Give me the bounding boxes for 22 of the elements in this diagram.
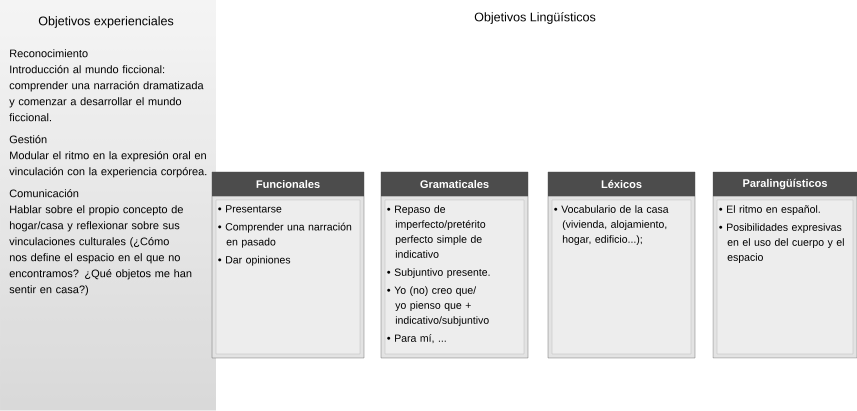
bullet-item: Dar opiniones xyxy=(218,256,290,266)
bullet-item: Comprender una narración en pasado xyxy=(218,222,352,248)
column-header: Paralingüísticos xyxy=(712,172,857,196)
title: Objetivos Lingüísticos xyxy=(474,12,596,24)
bullet-item: Yo (no) creo que/ yo pienso que + indicativo/subjuntivo xyxy=(387,286,489,326)
body-text: Modular el ritmo en la expresión oral en vinculación con la experiencia corpórea. xyxy=(9,151,206,178)
column-header: Léxicos xyxy=(548,172,696,196)
section-heading: Comunicación xyxy=(10,189,78,198)
bullet-item: Para mí, ... xyxy=(387,334,446,344)
section-heading: Gestión xyxy=(10,135,46,144)
bullet-item: Posibilidades expresivas en el uso del cuerpo y el espacio xyxy=(719,223,844,263)
bullet-item: Subjuntivo presente. xyxy=(387,268,490,278)
body-text: Introducción al mundo ficcional: comprender una narración dramatizada y comenzar a desarrollar el mundo ficcional. xyxy=(9,65,204,122)
bullet-item: Presentarse xyxy=(218,205,282,213)
body-text: Hablar sobre el propio concepto de hogar/casa y reflexionar sobre sus vinculaciones culturales (¿Cómo nos define el espacio en el que no encontramos? ¿Qué objetos me han sentir en casa?) xyxy=(9,205,192,296)
bullet-item: El ritmo en español. xyxy=(719,205,820,215)
section-heading: Reconocimiento xyxy=(10,49,88,58)
column-header: Funcionales xyxy=(212,172,364,196)
column-header: Gramaticales xyxy=(380,172,528,196)
bullet-item: Repaso de imperfecto/pretérito perfecto simple de indicativo xyxy=(387,205,486,258)
panel-heading: Objetivos experienciales xyxy=(38,16,174,28)
bullet-item: Vocabulario de la casa (vivienda, alojamiento, hogar, edificio...); xyxy=(554,205,669,245)
